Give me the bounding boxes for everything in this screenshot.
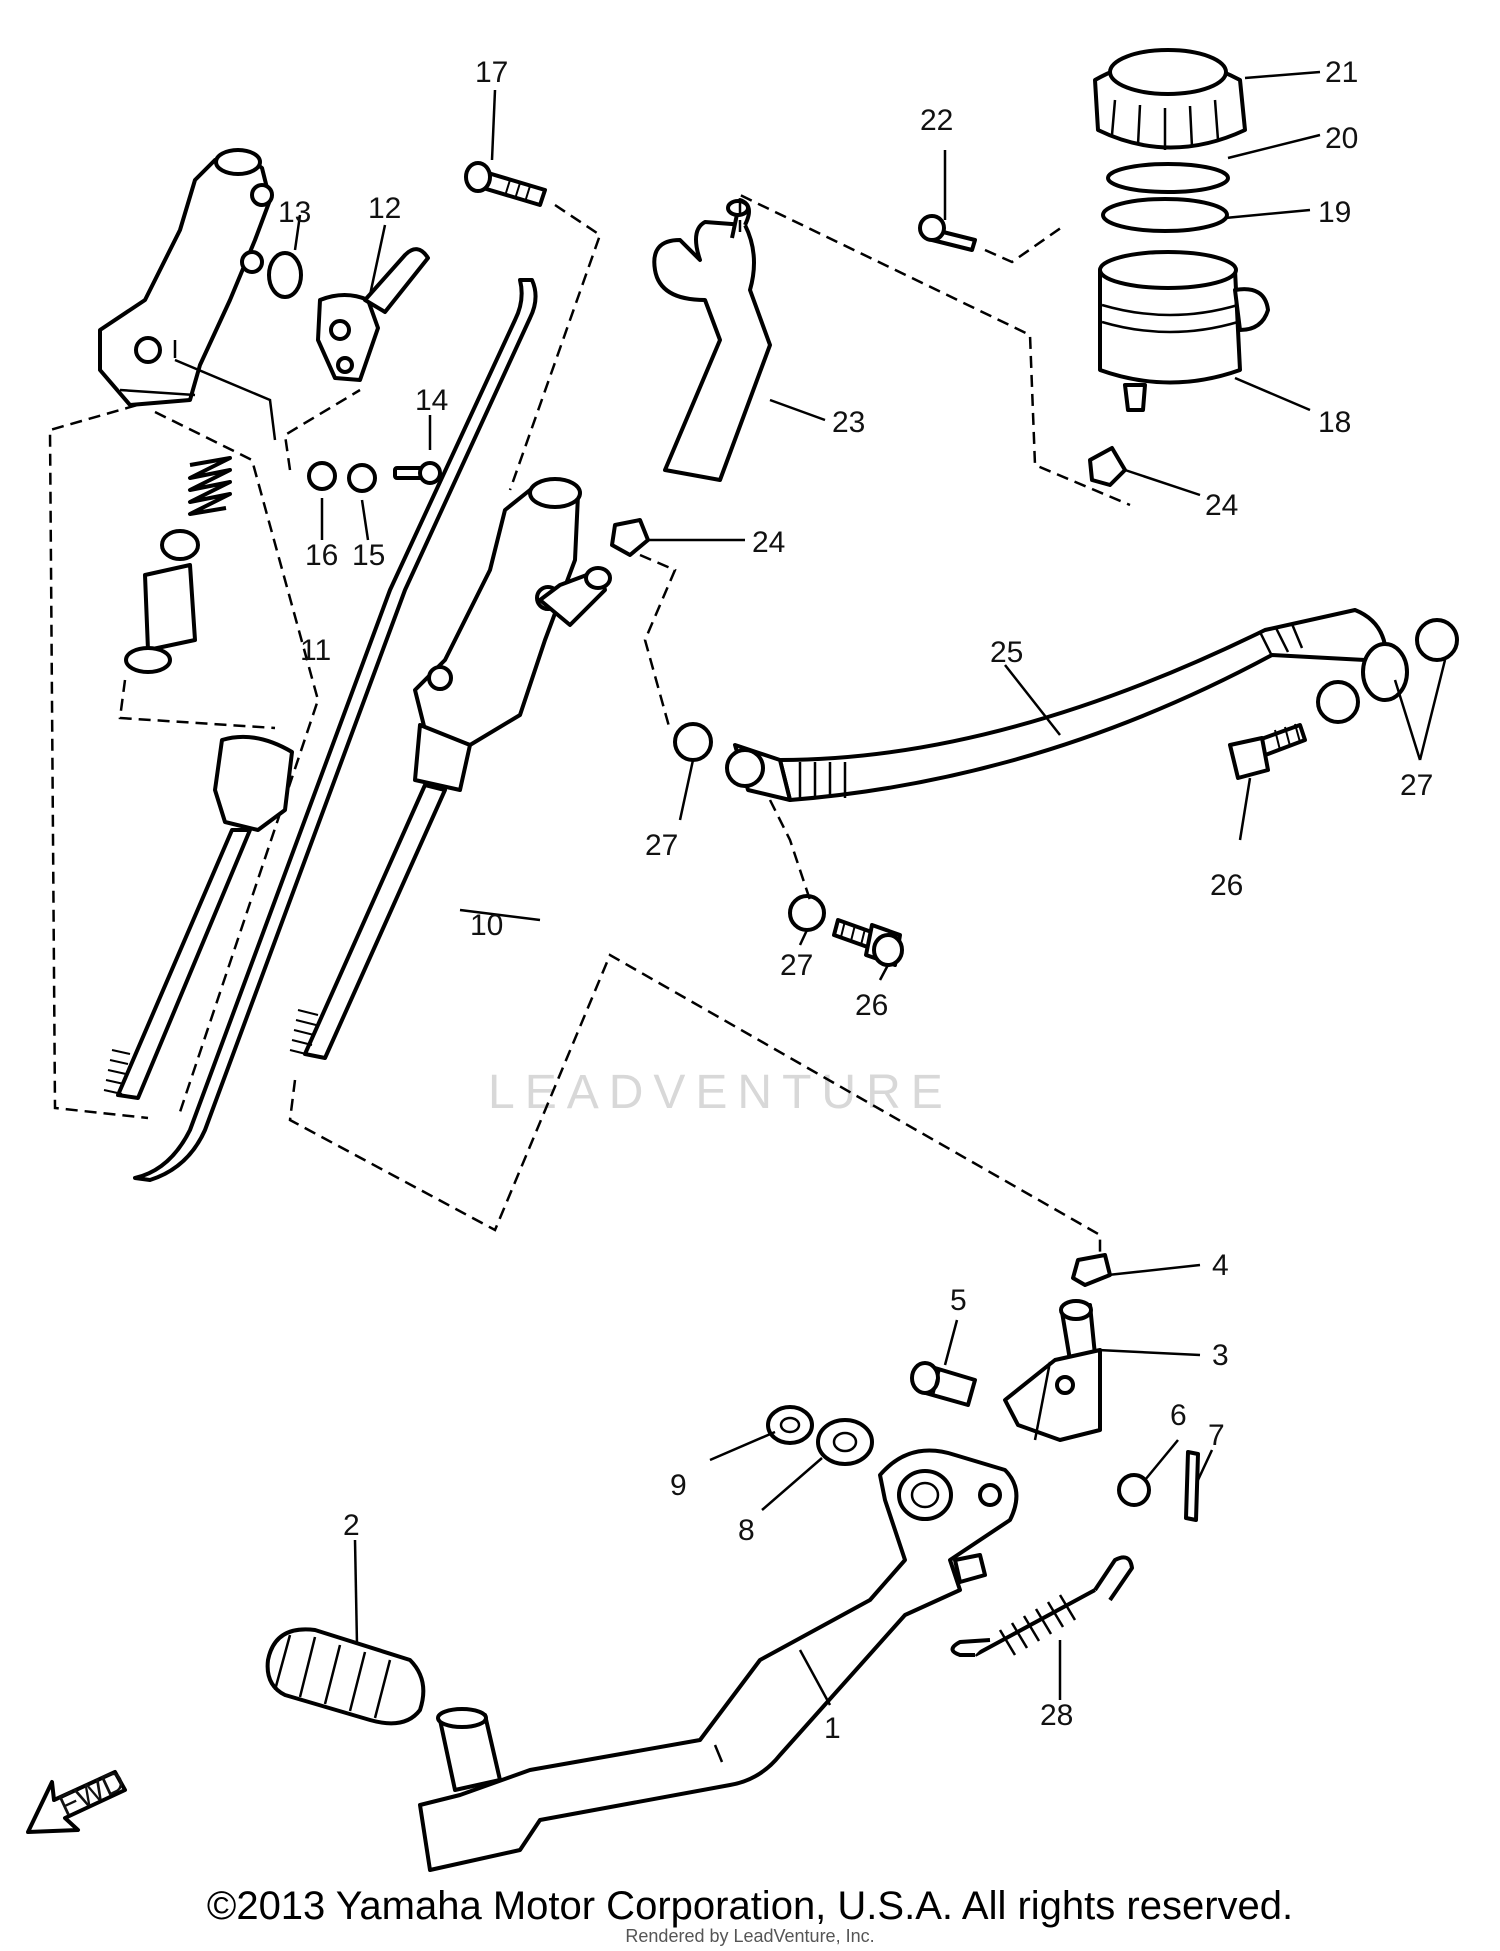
- callout-19: 19: [1318, 196, 1351, 229]
- part-24-clip-upper: [1088, 446, 1127, 487]
- part-20-diaphragm: [1106, 162, 1230, 194]
- rendered-by-notice: Rendered by LeadVenture, Inc.: [625, 1926, 875, 1946]
- callout-1: 1: [824, 1712, 841, 1745]
- callout-15: 15: [352, 539, 385, 572]
- callout-4: 4: [1212, 1249, 1229, 1282]
- callout-7: 7: [1208, 1419, 1225, 1452]
- callout-18: 18: [1318, 406, 1351, 439]
- assembly-11-box: [48, 398, 320, 1120]
- callout-leaders: [173, 70, 1447, 1706]
- callout-26-right: 26: [1210, 869, 1243, 902]
- fwd-direction-arrow: FWD: [26, 1764, 130, 1834]
- part-22-screw: [918, 214, 977, 252]
- part-7-cotter-pin: [1184, 1450, 1200, 1522]
- part-21-reservoir-cap: [1093, 48, 1247, 150]
- callout-11: 11: [300, 634, 331, 667]
- callout-25: 25: [990, 636, 1023, 669]
- part-27-washer-a: [673, 722, 713, 762]
- callout-27-bolt: 27: [780, 949, 813, 982]
- part-19-plate: [1101, 197, 1229, 233]
- internal-piston: [143, 563, 197, 652]
- part-12-joint: [316, 247, 430, 382]
- hose-bolt-guide: [768, 799, 812, 901]
- callout-27-right: 27: [1400, 769, 1433, 802]
- callout-13: 13: [278, 196, 311, 229]
- callout-10: 10: [470, 909, 503, 942]
- part-26-union-bolt-left: [832, 918, 904, 967]
- part-24-clip-lower: [610, 518, 650, 557]
- internal-cup: [160, 529, 200, 561]
- part-1-brake-pedal: [418, 1448, 1019, 1872]
- part-27-washer-c: [1316, 680, 1360, 724]
- callout-20: 20: [1325, 122, 1358, 155]
- part-26-union-bolt-right: [1228, 723, 1307, 780]
- part-16-washer: [307, 461, 337, 491]
- part-9-spring-washer: [766, 1405, 814, 1445]
- part-6-washer: [1117, 1473, 1151, 1507]
- callout-24-lower: 24: [752, 526, 785, 559]
- copyright-notice: ©2013 Yamaha Motor Corporation, U.S.A. A…: [206, 1884, 1294, 1928]
- master-cylinder-assembled: [289, 477, 612, 1060]
- push-rod-clevis-guide: [288, 953, 1102, 1255]
- callout-8: 8: [738, 1514, 755, 1547]
- part-5-clevis-pin: [910, 1361, 977, 1407]
- master-cylinder-body-exploded: [98, 148, 274, 407]
- part-13-o-ring: [267, 251, 303, 299]
- part-8-washer: [816, 1418, 874, 1466]
- callout-24-upper: 24: [1205, 489, 1238, 522]
- callout-5: 5: [950, 1284, 967, 1317]
- callout-28: 28: [1040, 1699, 1073, 1732]
- callout-21: 21: [1325, 56, 1358, 89]
- callout-27-hose: 27: [645, 829, 678, 862]
- callout-14: 14: [415, 384, 448, 417]
- part-15-nut: [347, 463, 377, 493]
- push-rod-exploded: [103, 734, 294, 1100]
- fwd-label: FWD: [54, 1764, 130, 1823]
- part-23-hose: [652, 198, 772, 482]
- part-4-nut: [1071, 1253, 1112, 1287]
- callout-3: 3: [1212, 1339, 1229, 1372]
- callout-labels: 1 2 3 4 5 6 7 8 9 10 11 12 13 14 15 16 1…: [278, 56, 1433, 1745]
- hose-left-guide: [639, 553, 677, 731]
- callout-17: 17: [475, 56, 508, 89]
- fastener-guide: [283, 388, 361, 471]
- callout-2: 2: [343, 1509, 360, 1542]
- part-27-washer-d: [788, 894, 826, 932]
- leadventure-watermark: LEADVENTURE: [488, 1066, 953, 1119]
- callout-22: 22: [920, 104, 953, 137]
- part-14-screw: [393, 461, 442, 485]
- callout-12: 12: [368, 192, 401, 225]
- part-3-clevis: [1003, 1299, 1102, 1442]
- part-18-reservoir-tank: [1098, 250, 1270, 412]
- part-27-washer-b: [1415, 618, 1459, 662]
- bolt-17-guide: [508, 203, 602, 491]
- internal-spring: [188, 456, 232, 516]
- part-17-bolt: [464, 161, 547, 207]
- callout-9: 9: [670, 1469, 687, 1502]
- reservoir-hose-guide: [738, 193, 1131, 507]
- screw-22-guide: [984, 223, 1066, 264]
- frame-bracket: [133, 278, 538, 1182]
- part-2-pedal-rubber: [265, 1627, 426, 1726]
- part-25-brake-hose: [725, 608, 1409, 802]
- callout-23: 23: [832, 406, 865, 439]
- piston-guide: [118, 679, 276, 730]
- callout-26-left: 26: [855, 989, 888, 1022]
- callout-16: 16: [305, 539, 338, 572]
- callout-6: 6: [1170, 1399, 1187, 1432]
- part-28-return-spring: [950, 1555, 1134, 1657]
- internal-seal: [124, 646, 172, 674]
